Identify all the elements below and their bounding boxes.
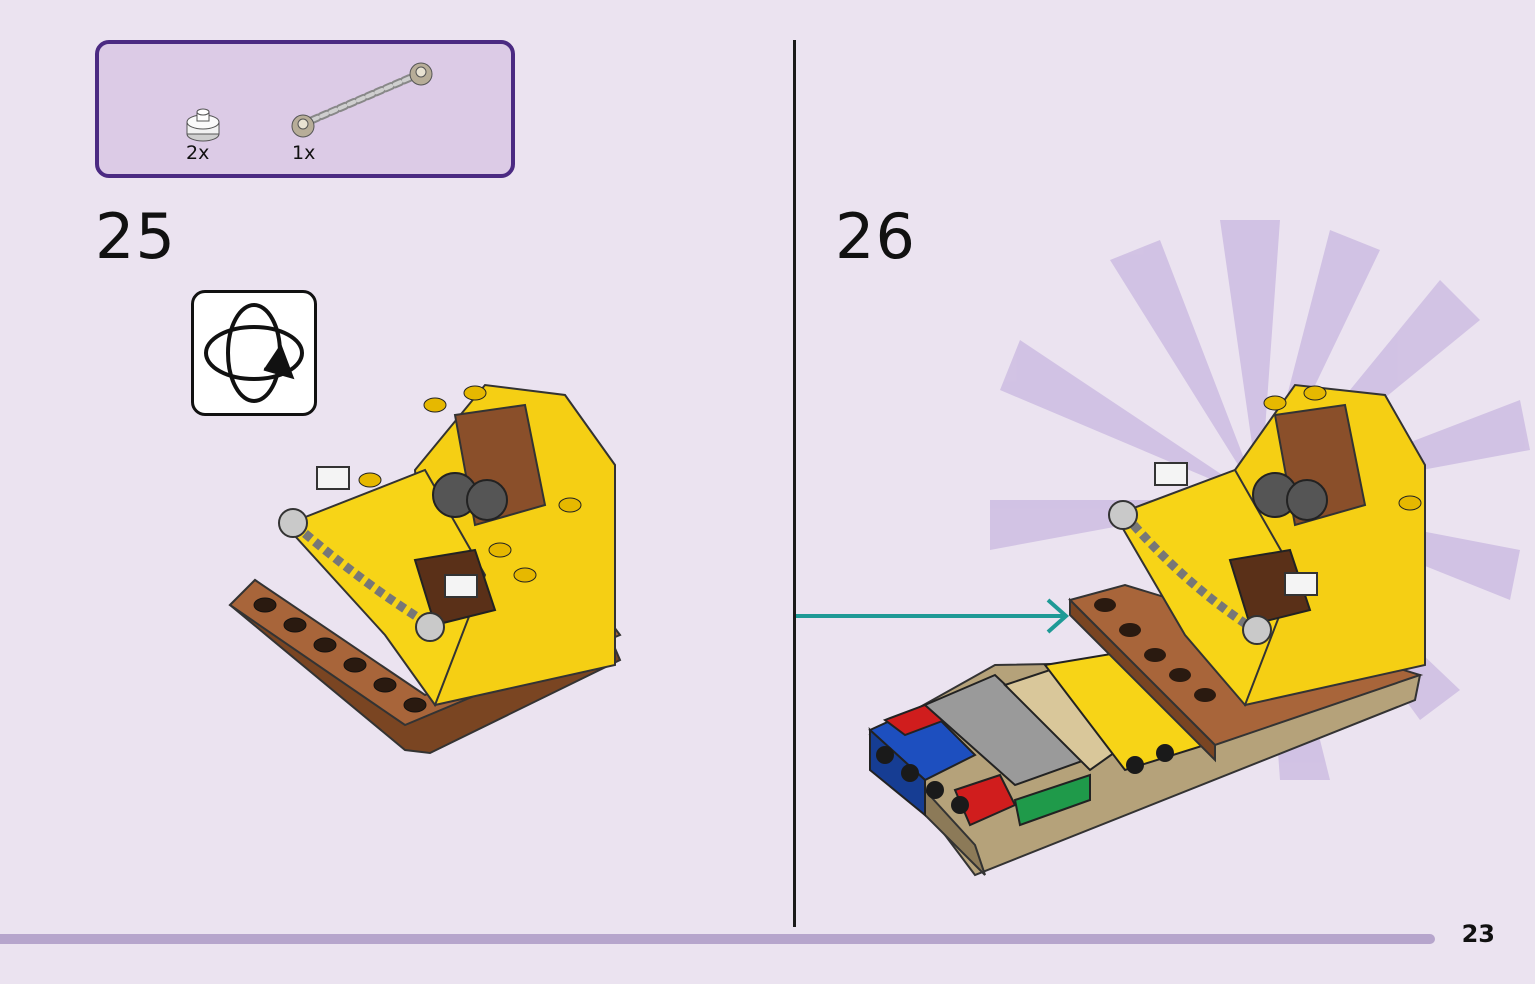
part-qty-chain: 1x	[292, 142, 316, 164]
rotate-model-icon	[191, 290, 317, 416]
step-number-25: 25	[95, 200, 176, 273]
page-footer-bar	[0, 934, 1435, 944]
step-number-26: 26	[835, 200, 916, 273]
part-qty-plate: 2x	[186, 142, 210, 164]
page-number: 23	[1461, 920, 1495, 948]
parts-callout: 2x 1x	[95, 40, 515, 178]
attach-arrow	[796, 598, 1070, 634]
round-white-plate-icon	[186, 108, 220, 142]
model-illustration-step-26	[868, 383, 1426, 877]
model-illustration-step-25	[228, 383, 622, 755]
step-divider	[793, 40, 796, 927]
chain-icon	[291, 62, 433, 138]
